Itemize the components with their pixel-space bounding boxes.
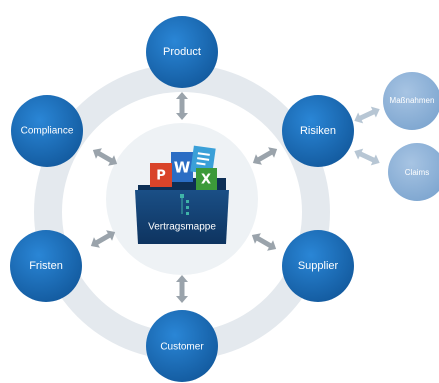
arrow-customer (176, 275, 188, 303)
node-product[interactable]: Product (146, 16, 218, 88)
folder-front (135, 190, 229, 244)
hierarchy-icon (180, 194, 189, 215)
node-customer-label: Customer (160, 342, 204, 353)
svg-text:X: X (201, 173, 211, 188)
node-supplier-label: Supplier (298, 260, 339, 272)
arrow-supplier (251, 233, 277, 251)
node-claims-label: Claims (405, 168, 429, 177)
arrow-claims (354, 148, 380, 166)
node-fristen[interactable]: Fristen (10, 230, 82, 302)
node-compliance[interactable]: Compliance (11, 95, 83, 167)
node-fristen-label: Fristen (29, 260, 63, 272)
node-supplier[interactable]: Supplier (282, 230, 354, 302)
arrow-risiken (252, 147, 278, 165)
arrow-fristen (90, 230, 116, 248)
word-icon: W (171, 152, 193, 182)
vertragsmappe-folder[interactable]: W P X Vertragsmappe (135, 145, 229, 244)
arrow-compliance (92, 148, 118, 166)
vertragsmappe-label: Vertragsmappe (148, 222, 216, 233)
excel-icon: X (196, 168, 217, 190)
svg-text:W: W (174, 159, 191, 177)
node-compliance-label: Compliance (21, 126, 74, 137)
node-risiken[interactable]: Risiken (282, 95, 354, 167)
svg-text:P: P (156, 169, 166, 184)
arrow-product (176, 92, 188, 120)
node-massnahmen-label: Maßnahmen (390, 96, 435, 105)
node-customer[interactable]: Customer (146, 310, 218, 382)
node-product-label: Product (163, 46, 201, 58)
powerpoint-icon: P (150, 163, 172, 187)
document-icon (190, 145, 216, 175)
node-claims[interactable]: Claims (388, 143, 439, 201)
arrow-massnahmen (354, 106, 380, 124)
node-massnahmen[interactable]: Maßnahmen (383, 72, 439, 130)
node-risiken-label: Risiken (300, 125, 336, 137)
